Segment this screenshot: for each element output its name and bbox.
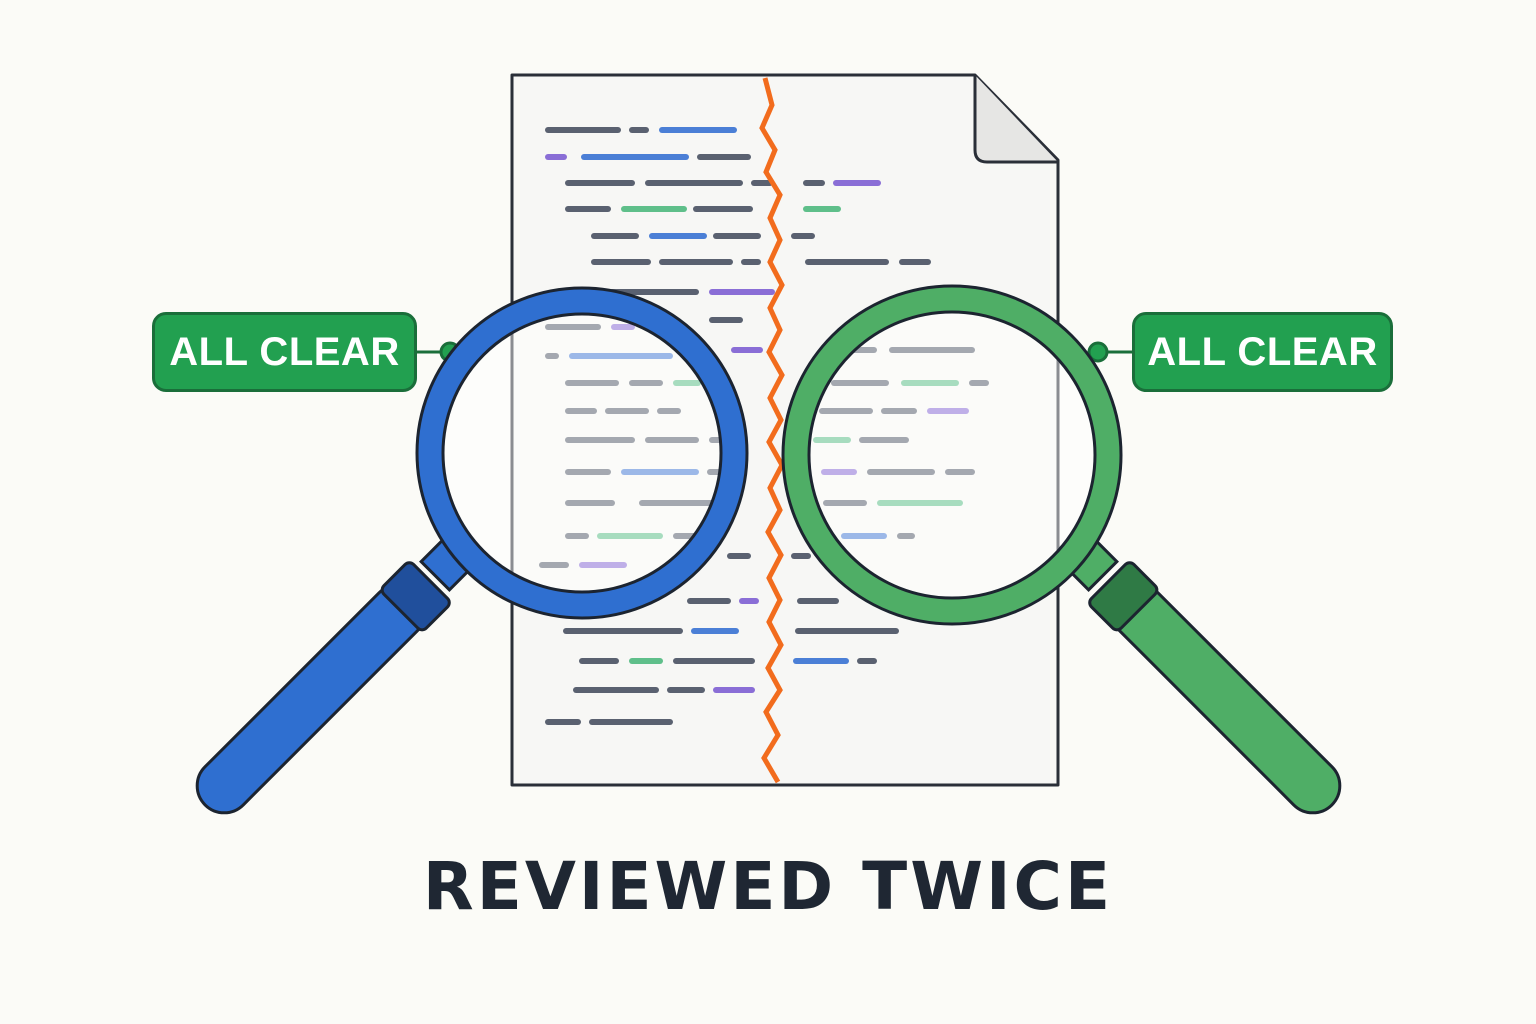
all-clear-badge-left: ALL CLEAR <box>152 312 417 392</box>
connector-dot-right <box>1087 341 1109 363</box>
magnifying-glass-icon <box>781 284 1342 815</box>
magnifying-glass-icon <box>195 286 749 815</box>
caption-title: REVIEWED TWICE <box>422 848 1114 925</box>
all-clear-badge-right: ALL CLEAR <box>1132 312 1393 392</box>
code-lines <box>539 127 989 725</box>
crack-line-icon <box>759 77 785 784</box>
